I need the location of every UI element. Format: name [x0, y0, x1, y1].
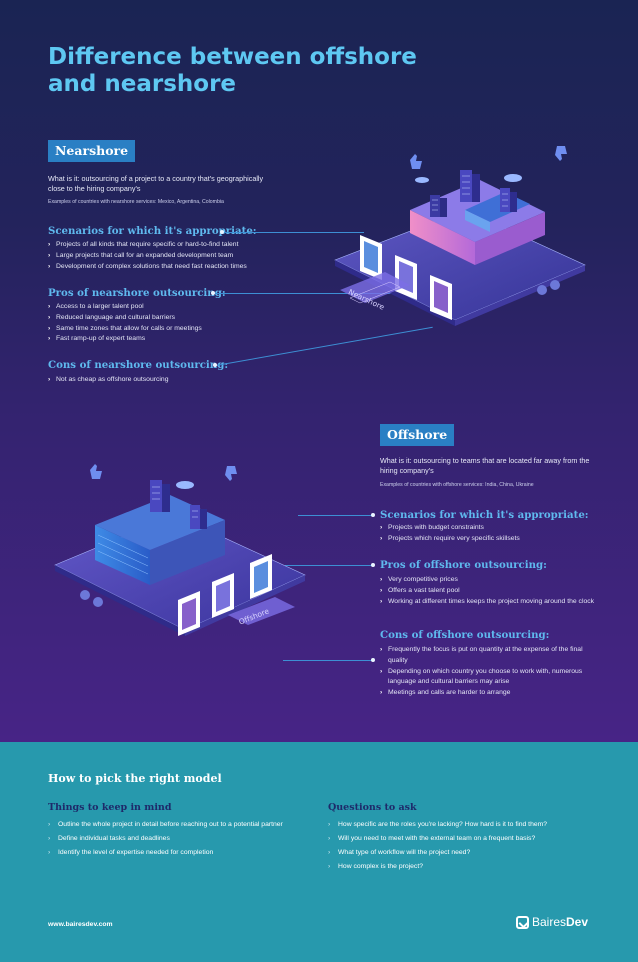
page-title: Difference between offshore and nearshor…: [48, 44, 417, 97]
list-item: Very competitive prices: [380, 575, 595, 586]
offshore-pros-list: Very competitive prices Offers a vast ta…: [380, 575, 595, 607]
list-item: Access to a larger talent pool: [48, 302, 288, 313]
list-item: Offers a vast talent pool: [380, 586, 595, 597]
offshore-scenarios-list: Projects with budget constraints Project…: [380, 523, 600, 545]
nearshore-definition: What is it: outsourcing of a project to …: [48, 174, 264, 193]
offshore-cons-connector: [283, 660, 373, 661]
nearshore-examples: Examples of countries with nearshore ser…: [48, 199, 224, 205]
footer-url[interactable]: www.bairesdev.com: [48, 921, 113, 928]
list-item: Define individual tasks and deadlines: [48, 832, 298, 846]
list-item: Working at different times keeps the pro…: [380, 597, 595, 608]
list-item: Large projects that call for an expanded…: [48, 251, 288, 262]
questions-heading: Questions to ask: [328, 802, 417, 813]
list-item: Identify the level of expertise needed f…: [48, 846, 298, 860]
list-item: Frequently the focus is put on quantity …: [380, 645, 595, 667]
things-list: Outline the whole project in detail befo…: [48, 818, 298, 860]
list-item: Reduced language and cultural barriers: [48, 313, 288, 324]
list-item: What type of workflow will the project n…: [328, 846, 598, 860]
list-item: How complex is the project?: [328, 860, 598, 874]
list-item: Fast ramp-up of expert teams: [48, 334, 288, 345]
nearshore-pros-heading: Pros of nearshore outsourcing:: [48, 287, 226, 299]
nearshore-cons-heading: Cons of nearshore outsourcing:: [48, 359, 229, 371]
list-item: Meetings and calls are harder to arrange: [380, 688, 595, 699]
list-item: Same time zones that allow for calls or …: [48, 324, 288, 335]
connector-dot: [211, 291, 215, 295]
list-item: Projects with budget constraints: [380, 523, 600, 534]
offshore-illustration: [54, 464, 306, 636]
brand-name-bold: Dev: [566, 915, 589, 929]
list-item: How specific are the roles you're lackin…: [328, 818, 598, 832]
connector-dot: [371, 563, 375, 567]
connector-dot: [213, 363, 217, 367]
offshore-cons-heading: Cons of offshore outsourcing:: [380, 629, 550, 641]
offshore-pros-heading: Pros of offshore outsourcing:: [380, 559, 547, 571]
list-item: Depending on which country you choose to…: [380, 667, 595, 689]
nearshore-tag: Nearshore: [48, 140, 136, 162]
list-item: Will you need to meet with the external …: [328, 832, 598, 846]
nearshore-illustration: [334, 146, 586, 326]
things-heading: Things to keep in mind: [48, 802, 172, 813]
nearshore-cons-list: Not as cheap as offshore outsourcing: [48, 375, 288, 386]
questions-list: How specific are the roles you're lackin…: [328, 818, 598, 874]
connector-dot: [220, 230, 224, 234]
list-item: Development of complex solutions that ne…: [48, 262, 288, 273]
offshore-tag: Offshore: [380, 424, 455, 446]
list-item: Projects which require very specific ski…: [380, 534, 600, 545]
list-item: Outline the whole project in detail befo…: [48, 818, 298, 832]
infographic-top-background: [0, 0, 638, 742]
nearshore-scenarios-list: Projects of all kinds that require speci…: [48, 240, 288, 272]
nearshore-pros-connector: [214, 293, 394, 294]
connector-dot: [371, 513, 375, 517]
bairesdev-logo-icon: [516, 915, 529, 929]
offshore-definition: What is it: outsourcing to teams that ar…: [380, 456, 590, 475]
nearshore-scenarios-connector: [222, 232, 364, 233]
nearshore-pros-list: Access to a larger talent pool Reduced l…: [48, 302, 288, 345]
list-item: Projects of all kinds that require speci…: [48, 240, 288, 251]
brand-name-light: Baires: [532, 915, 567, 929]
offshore-scenarios-heading: Scenarios for which it's appropriate:: [380, 509, 589, 521]
list-item: Not as cheap as offshore outsourcing: [48, 375, 288, 386]
offshore-cons-list: Frequently the focus is put on quantity …: [380, 645, 595, 699]
how-to-title: How to pick the right model: [48, 772, 222, 785]
offshore-pros-connector: [285, 565, 373, 566]
offshore-scenarios-connector: [298, 515, 373, 516]
offshore-examples: Examples of countries with offshore serv…: [380, 482, 534, 488]
nearshore-scenarios-heading: Scenarios for which it's appropriate:: [48, 225, 257, 237]
connector-dot: [371, 658, 375, 662]
